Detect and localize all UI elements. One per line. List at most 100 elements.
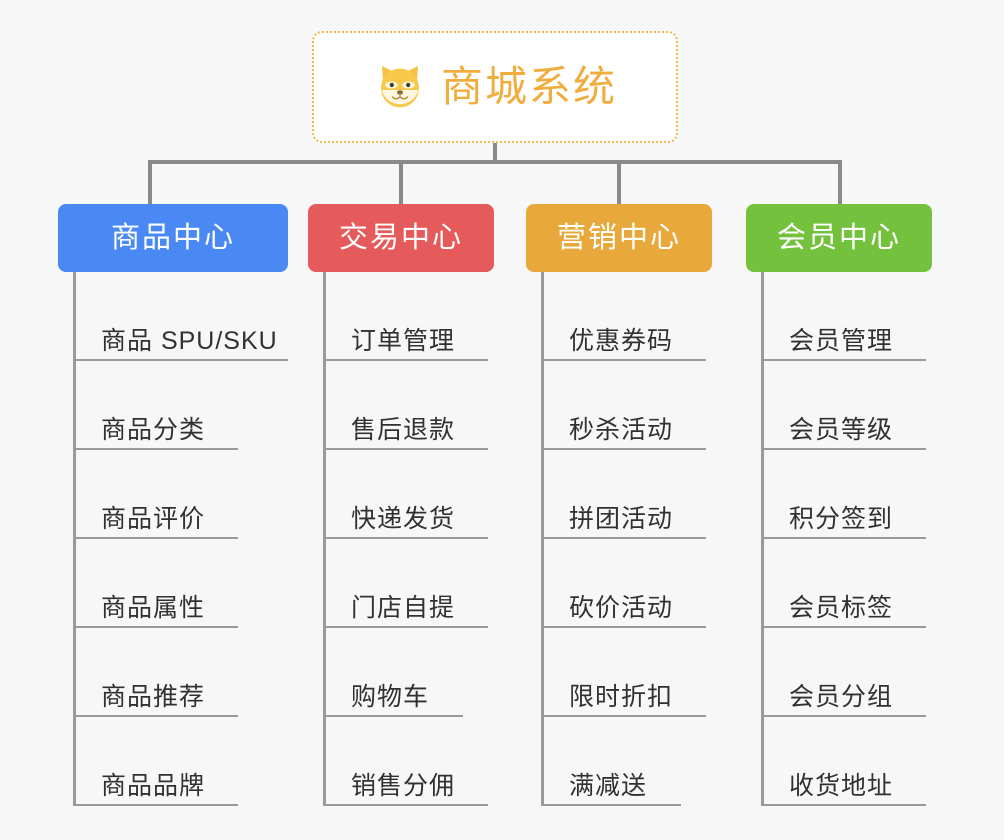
branch-spine (541, 272, 544, 806)
list-item-label: 商品评价 (101, 504, 206, 533)
list-item[interactable]: 满减送 (541, 717, 712, 806)
branch-header-label: 商品中心 (110, 221, 235, 254)
branch-member-center: 会员中心 会员管理 会员等级 积分签到 会员标签 会员分组 (746, 204, 932, 806)
connector-drop-branch-1 (399, 160, 403, 206)
list-item-label: 优惠券码 (569, 326, 674, 355)
branch-spine (761, 272, 764, 806)
branch-header-button[interactable]: 商品中心 (58, 204, 288, 272)
list-item-underline (541, 804, 681, 806)
list-item-label: 会员分组 (789, 682, 894, 711)
branch-header-button[interactable]: 营销中心 (526, 204, 712, 272)
list-item[interactable]: 快递发货 (323, 450, 494, 539)
list-item-label: 积分签到 (789, 504, 894, 533)
list-item[interactable]: 拼团活动 (541, 450, 712, 539)
list-item-label: 会员等级 (789, 415, 894, 444)
list-item-underline (323, 448, 488, 450)
list-item[interactable]: 购物车 (323, 628, 494, 717)
list-item[interactable]: 商品分类 (73, 361, 288, 450)
list-item-label: 收货地址 (789, 771, 894, 800)
list-item-label: 限时折扣 (569, 682, 674, 711)
connector-drop-branch-3 (838, 160, 842, 206)
list-item-underline (73, 715, 238, 717)
root-title: 商城系统 (440, 63, 617, 110)
branch-spine (73, 272, 76, 806)
list-item-label: 快递发货 (351, 504, 456, 533)
list-item[interactable]: 订单管理 (323, 272, 494, 361)
list-item[interactable]: 商品属性 (73, 539, 288, 628)
branch-product-center: 商品中心 商品 SPU/SKU 商品分类 商品评价 商品属性 商品推荐 (58, 204, 288, 806)
branch-spine (323, 272, 326, 806)
list-item-underline (73, 537, 238, 539)
list-item-underline (73, 359, 288, 361)
list-item[interactable]: 会员管理 (761, 272, 932, 361)
branch-header-button[interactable]: 交易中心 (308, 204, 494, 272)
list-item-underline (761, 359, 926, 361)
list-item-label: 门店自提 (351, 593, 456, 622)
branch-header-button[interactable]: 会员中心 (746, 204, 932, 272)
branch-item-list: 订单管理 售后退款 快递发货 门店自提 购物车 销售分佣 (308, 272, 494, 806)
list-item-label: 售后退款 (351, 415, 456, 444)
list-item-underline (323, 715, 463, 717)
branch-header-label: 交易中心 (338, 221, 463, 254)
list-item-label: 商品 SPU/SKU (101, 326, 278, 355)
list-item[interactable]: 商品推荐 (73, 628, 288, 717)
branch-item-list: 商品 SPU/SKU 商品分类 商品评价 商品属性 商品推荐 商品品牌 (58, 272, 288, 806)
list-item[interactable]: 会员标签 (761, 539, 932, 628)
list-item-label: 销售分佣 (351, 771, 456, 800)
list-item[interactable]: 会员等级 (761, 361, 932, 450)
list-item[interactable]: 积分签到 (761, 450, 932, 539)
list-item[interactable]: 限时折扣 (541, 628, 712, 717)
list-item-underline (541, 537, 706, 539)
list-item-label: 满减送 (569, 771, 648, 800)
list-item-label: 拼团活动 (569, 504, 674, 533)
shiba-dog-face-icon (373, 60, 427, 114)
list-item-label: 会员管理 (789, 326, 894, 355)
list-item-underline (73, 448, 238, 450)
root-node[interactable]: 商城系统 (312, 31, 678, 143)
list-item[interactable]: 商品 SPU/SKU (73, 272, 288, 361)
list-item-label: 订单管理 (351, 326, 456, 355)
connector-drop-branch-0 (148, 160, 152, 206)
list-item[interactable]: 商品评价 (73, 450, 288, 539)
list-item-underline (323, 359, 488, 361)
list-item-underline (761, 626, 926, 628)
branch-transaction-center: 交易中心 订单管理 售后退款 快递发货 门店自提 购物车 (308, 204, 494, 806)
list-item-label: 砍价活动 (569, 593, 674, 622)
branch-header-label: 会员中心 (776, 221, 901, 254)
list-item-underline (541, 359, 706, 361)
list-item-label: 会员标签 (789, 593, 894, 622)
list-item[interactable]: 砍价活动 (541, 539, 712, 628)
list-item-underline (761, 804, 926, 806)
connector-drop-branch-2 (617, 160, 621, 206)
list-item-underline (73, 804, 238, 806)
list-item-underline (323, 626, 488, 628)
list-item[interactable]: 售后退款 (323, 361, 494, 450)
list-item-label: 商品分类 (101, 415, 206, 444)
list-item-label: 秒杀活动 (569, 415, 674, 444)
list-item[interactable]: 销售分佣 (323, 717, 494, 806)
list-item-label: 购物车 (351, 682, 430, 711)
connector-horizontal-bus (148, 160, 842, 164)
branch-item-list: 优惠券码 秒杀活动 拼团活动 砍价活动 限时折扣 满减送 (526, 272, 712, 806)
list-item-label: 商品品牌 (101, 771, 206, 800)
list-item-underline (541, 448, 706, 450)
list-item[interactable]: 优惠券码 (541, 272, 712, 361)
list-item-underline (541, 626, 706, 628)
list-item-label: 商品推荐 (101, 682, 206, 711)
branch-header-label: 营销中心 (556, 221, 681, 254)
branch-item-list: 会员管理 会员等级 积分签到 会员标签 会员分组 收货地址 (746, 272, 932, 806)
list-item-underline (761, 448, 926, 450)
list-item[interactable]: 秒杀活动 (541, 361, 712, 450)
list-item[interactable]: 收货地址 (761, 717, 932, 806)
list-item[interactable]: 门店自提 (323, 539, 494, 628)
list-item-underline (323, 804, 488, 806)
branch-marketing-center: 营销中心 优惠券码 秒杀活动 拼团活动 砍价活动 限时折扣 (526, 204, 712, 806)
list-item-label: 商品属性 (101, 593, 206, 622)
list-item-underline (73, 626, 238, 628)
list-item-underline (761, 537, 926, 539)
connector-root-stem (493, 143, 497, 164)
list-item-underline (323, 537, 488, 539)
list-item[interactable]: 会员分组 (761, 628, 932, 717)
list-item[interactable]: 商品品牌 (73, 717, 288, 806)
